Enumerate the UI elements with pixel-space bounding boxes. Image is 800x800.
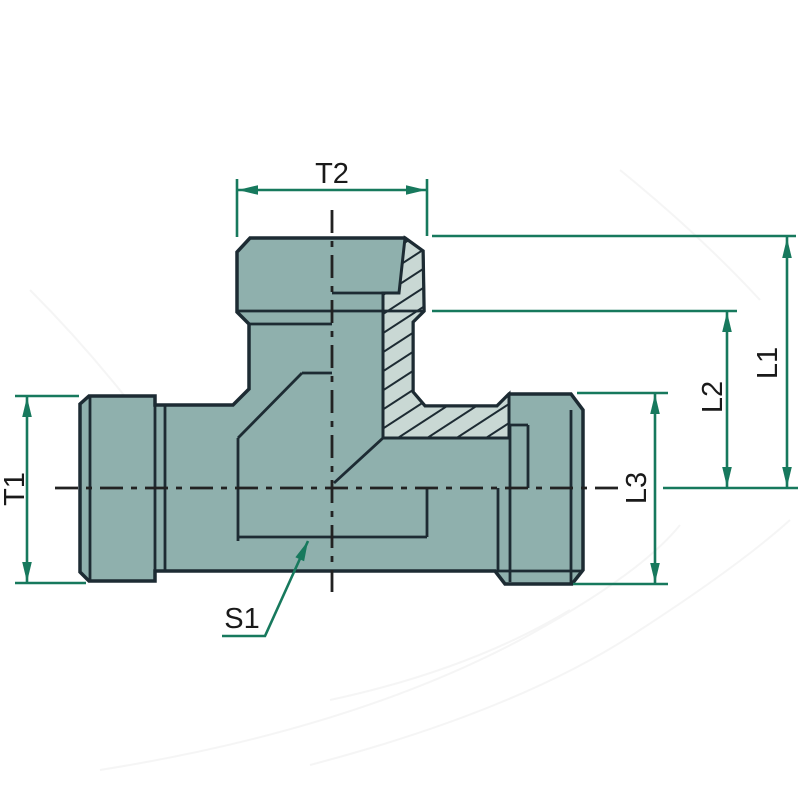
dimension-arrowheads	[22, 185, 792, 583]
section-hatching	[383, 238, 509, 438]
centerlines	[55, 210, 620, 592]
internal-edges	[88, 291, 583, 584]
label-t1: T1	[0, 472, 31, 506]
label-l2: L2	[697, 381, 729, 413]
label-s1: S1	[224, 603, 259, 635]
label-l1: L1	[752, 347, 784, 379]
label-t2: T2	[315, 158, 349, 190]
label-l3: L3	[621, 472, 653, 504]
dimension-labels: T1 T2 L1 L2 L3 S1	[0, 158, 784, 635]
dimension-lines	[15, 179, 798, 638]
